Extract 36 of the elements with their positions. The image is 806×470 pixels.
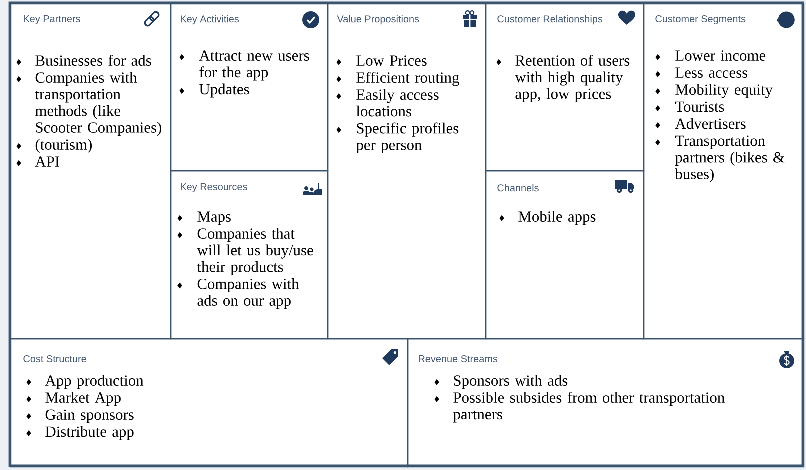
list-item: Efficient routing — [356, 72, 460, 86]
list-item: Retention of users with high quality app, low prices — [515, 54, 630, 102]
list-item: Low Prices — [356, 56, 427, 66]
list-item: Mobility equity — [676, 84, 773, 98]
section-heading: Key Resources — [181, 184, 248, 192]
list-item: Mobile apps — [518, 211, 596, 226]
list-item: Market App — [46, 392, 121, 406]
section-heading: Key Activities — [181, 15, 240, 25]
list-item: Sponsors with ads — [454, 375, 568, 390]
list-item: Easily access locations — [356, 89, 439, 117]
list-item: Transportation partners (bikes & buses) — [675, 136, 785, 183]
list-item: Businesses for ads — [36, 54, 152, 66]
list-item: Distribute app — [46, 426, 134, 440]
section-heading: Revenue Streams — [419, 355, 498, 363]
list-item: App production — [45, 375, 144, 390]
section-heading: Cost Structure — [24, 355, 86, 363]
section-heading: Key Partners — [24, 16, 80, 24]
list-item: Attract new users for the app — [199, 50, 310, 81]
list-item: Maps — [198, 212, 231, 226]
list-item: Possible subsides from other transportation partners — [453, 392, 725, 423]
list-item: Gain sponsors — [46, 410, 134, 424]
section-heading: Value Propositions — [337, 15, 420, 25]
section-heading: Customer Relationships — [498, 15, 603, 25]
list-item: Companies with ads on our app — [198, 278, 300, 310]
list-item: Tourists — [675, 102, 724, 112]
section-heading: Customer Segments — [656, 15, 746, 24]
list-item: Updates — [200, 84, 250, 98]
list-item: Less access — [676, 68, 748, 78]
list-item: Companies with transportation methods (like Scooter Companies) — [35, 72, 162, 136]
list-item: (tourism) — [36, 139, 92, 154]
section-heading: Channels — [498, 184, 539, 192]
list-item: API — [35, 156, 60, 167]
list-item: Companies that will let us buy/use their products — [197, 228, 314, 276]
list-item: Advertisers — [675, 118, 746, 130]
list-item: Lower income — [676, 50, 766, 61]
list-item: Specific profiles per person — [356, 122, 459, 154]
